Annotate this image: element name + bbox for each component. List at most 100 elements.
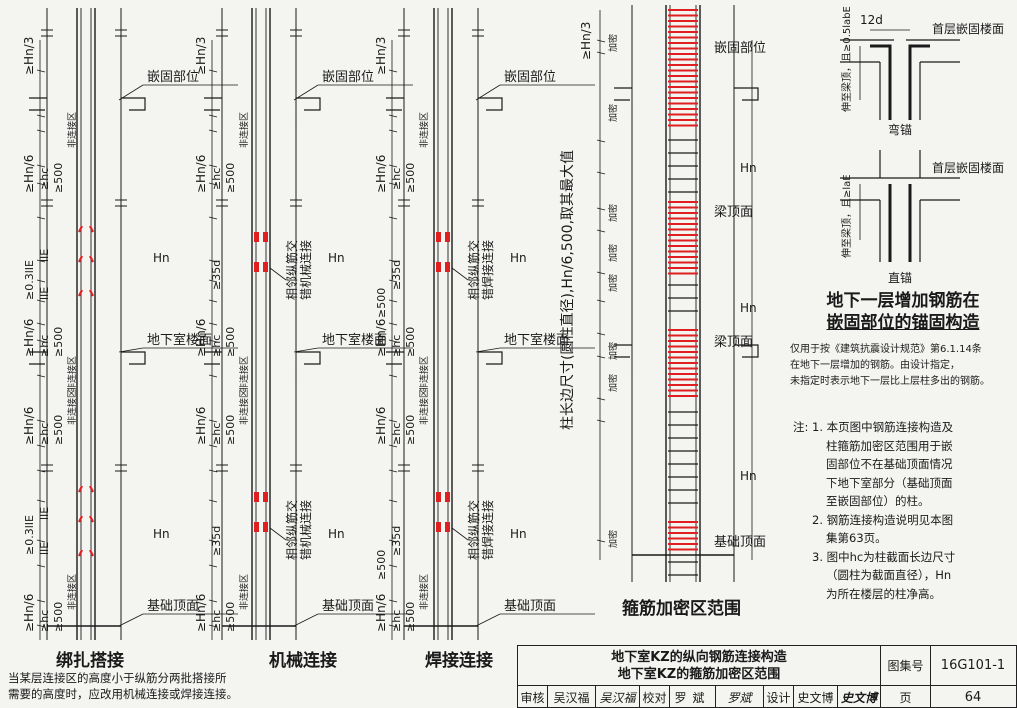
dim-non-connect: 非连接区 — [418, 389, 430, 425]
leader-line — [293, 84, 319, 101]
dense-zone-label: 加密 — [607, 244, 619, 262]
dim-500: ≥500 — [224, 602, 237, 632]
leader-line — [451, 527, 469, 541]
dense-zone-label: 加密 — [607, 530, 619, 548]
dim-non-connect: 非连接区 — [238, 389, 250, 425]
dim-hc: ≥hc — [210, 168, 223, 190]
dim-tick — [36, 182, 46, 186]
dense-zone-label: 加密 — [607, 374, 619, 392]
callout-beam-top: 梁顶面 — [714, 205, 753, 220]
break-mark — [216, 29, 302, 37]
dim-tick — [388, 114, 398, 118]
lap-splice-mark — [78, 255, 94, 263]
rebar-coupler-mark — [436, 232, 441, 242]
dim-tick — [208, 279, 218, 283]
break-mark — [41, 29, 127, 37]
dim-12d: 12d — [860, 13, 883, 27]
dim-tick — [596, 355, 606, 359]
callout-embed: 嵌固部位 — [147, 70, 199, 85]
dim-tick — [36, 599, 46, 603]
dim-tick — [388, 322, 398, 326]
page-number: 64 — [964, 689, 982, 705]
anchor-desc-line: 在地下一层增加的钢筋。由设计指定， — [790, 360, 960, 371]
stagger-label: 错机械连接 — [298, 500, 313, 560]
dim-tick — [208, 599, 218, 603]
dim-tick — [388, 216, 398, 220]
dim-tick — [36, 419, 46, 423]
lap-splice-mark — [78, 549, 94, 557]
dim-hn6: ≥Hn/6 — [374, 155, 388, 193]
dim-hc: ≥hc — [390, 335, 403, 357]
anchor-desc-line: 仅用于按《建筑抗震设计规范》第6.1.14条 — [790, 344, 982, 355]
slab-embed — [614, 87, 759, 101]
dim-500: ≥500 — [375, 288, 388, 318]
dim-tick — [388, 182, 398, 186]
stagger-label: 相邻纵筋交 — [466, 500, 481, 560]
dim-tick — [36, 299, 46, 303]
dim-non-connect: 非连接区 — [238, 574, 250, 610]
dim-tick — [36, 164, 46, 168]
rebar-coupler-mark — [263, 522, 268, 532]
dim-hc: ≥hc — [38, 610, 51, 632]
dim-500: ≥500 — [224, 415, 237, 445]
dim-tick — [388, 299, 398, 303]
dim-hn6: ≥Hn/6 — [22, 407, 36, 445]
dim-tick — [388, 444, 398, 448]
dim-hn3: ≥Hn/3 — [374, 37, 388, 75]
dim-tick — [208, 216, 218, 220]
dim-hn6: ≥Hn/6 — [22, 155, 36, 193]
rebar-coupler-mark — [254, 262, 259, 272]
notes-list: 1. 本页图中钢筋连接构造及 柱箍筋加密区范围用于嵌 固部位不在基础顶面情况 下… — [812, 418, 1007, 603]
left-note-line: 当某层连接区的高度小于纵筋分两批搭接所 — [8, 671, 227, 685]
rebar-coupler-mark — [445, 232, 450, 242]
dim-hn: Hn — [153, 527, 170, 541]
dim-hn6: ≥Hn/6 — [194, 407, 208, 445]
bend-anchor-bar — [908, 44, 930, 120]
dim-tick — [208, 339, 218, 343]
dim-tick — [388, 69, 398, 73]
dim-lle: lIE — [38, 542, 51, 555]
notes-lead: 注: — [793, 420, 809, 434]
stagger-label: 错焊接连接 — [480, 500, 495, 560]
callout-foundation: 基础顶面 — [714, 535, 766, 550]
dim-hn6: ≥Hn/6 — [374, 319, 388, 357]
dim-tick — [208, 444, 218, 448]
rebar-coupler-mark — [254, 232, 259, 242]
reviewer-signature: 吴汉福 — [596, 685, 640, 708]
dim-tick — [596, 171, 606, 175]
design-label: 设计 — [764, 685, 794, 708]
dim-500: ≥500 — [52, 602, 65, 632]
dim-non-connect: 非连接区 — [238, 112, 250, 148]
dim-hc: ≥hc — [210, 610, 223, 632]
note-line: 2. 钢筋连接构造说明见本图 — [812, 512, 954, 527]
leader-line — [118, 84, 144, 101]
dim-35d: ≥35d — [390, 526, 403, 556]
slab-embed — [29, 97, 146, 111]
label-bend: 弯锚 — [888, 122, 912, 137]
callout-first-floor: 首层嵌固楼面 — [932, 160, 1004, 175]
stagger-label: 错焊接连接 — [480, 240, 495, 300]
callout-embed: 嵌固部位 — [714, 41, 766, 56]
dim-hc: ≥hc — [38, 168, 51, 190]
dim-lle: lIE — [38, 287, 51, 300]
dim-hn3: ≥Hn/3 — [22, 37, 36, 75]
dim-non-connect: 非连接区 — [66, 389, 78, 425]
dim-tick — [388, 339, 398, 343]
dim-35d: ≥35d — [210, 526, 223, 556]
callout-embed: 嵌固部位 — [504, 70, 556, 85]
dim-hc: ≥hc — [210, 423, 223, 445]
dim-tick — [36, 539, 46, 543]
dim-le03: ≥0.3lIE — [23, 515, 36, 555]
callout-first-floor: 首层嵌固楼面 — [932, 21, 1004, 36]
dim-tick — [596, 207, 606, 211]
lap-splice-mark — [78, 225, 94, 233]
lap-splice-mark — [78, 515, 94, 523]
slab-basement — [29, 351, 146, 365]
label-straight: 直锚 — [888, 270, 912, 285]
dim-lle: lIE — [38, 249, 51, 262]
dim-hc: ≥hc — [210, 335, 223, 357]
dim-tick — [388, 259, 398, 263]
dim-tick — [36, 259, 46, 263]
dim-tick — [208, 259, 218, 263]
